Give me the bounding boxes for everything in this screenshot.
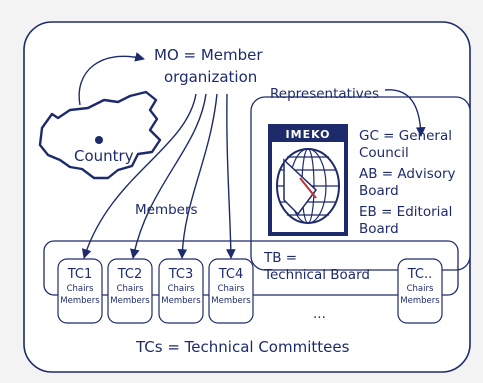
tc-members: Members [60, 296, 100, 306]
tc-name: TC1 [67, 267, 93, 282]
tc-name: TC4 [218, 267, 244, 282]
tc-members: Members [161, 296, 201, 306]
tc-members: Members [110, 296, 150, 306]
member-arrow-tc2 [129, 93, 207, 259]
tc-chairs: Chairs [117, 284, 144, 294]
tc-chairs: Chairs [168, 284, 195, 294]
country-to-mo-arrow [78, 52, 145, 106]
tc-members: Members [211, 296, 251, 306]
tc-chairs: Chairs [407, 284, 434, 294]
tc-name: TC.. [407, 267, 433, 282]
member-arrow-tc4 [225, 93, 236, 259]
tc-box: TC2 Chairs Members [107, 258, 153, 324]
capital-dot [95, 136, 103, 144]
tc-name: TC2 [117, 267, 143, 282]
council-line: GC = General [359, 128, 452, 144]
council-line: Board [359, 221, 399, 237]
council-line: EB = Editorial [359, 204, 452, 220]
tc-chairs: Chairs [67, 284, 94, 294]
tc-box: TC4 Chairs Members [208, 258, 254, 324]
footer-label: TCs = Technical Committees [135, 338, 350, 356]
country-shape [38, 90, 162, 180]
tb-label-line1: TB = [263, 250, 297, 266]
council-line: AB = Advisory [359, 166, 456, 182]
council-description: GC = General Council AB = Advisory Board… [359, 128, 456, 237]
tc-members: Members [400, 296, 440, 306]
council-line: Board [359, 183, 399, 199]
ellipsis: ... [313, 306, 326, 322]
tc-box-last: TC.. Chairs Members [397, 258, 443, 324]
tc-name: TC3 [168, 267, 194, 282]
representatives-arrow [384, 89, 426, 137]
imeko-logo: IMEKO [268, 124, 348, 236]
tc-box: TC3 Chairs Members [158, 258, 204, 324]
council-line: Council [359, 145, 409, 161]
representatives-label: Representatives [270, 86, 379, 102]
mo-label-line1: MO = Member [154, 46, 263, 64]
member-arrow-tc3 [177, 93, 218, 259]
tc-chairs: Chairs [218, 284, 245, 294]
member-arrow-tc1 [81, 93, 197, 259]
country-label: Country [74, 147, 134, 165]
tc-box: TC1 Chairs Members [57, 258, 103, 324]
mo-label-line2: organization [164, 68, 257, 86]
tb-label-line2: Technical Board [263, 267, 370, 283]
imeko-logo-text: IMEKO [286, 128, 331, 141]
